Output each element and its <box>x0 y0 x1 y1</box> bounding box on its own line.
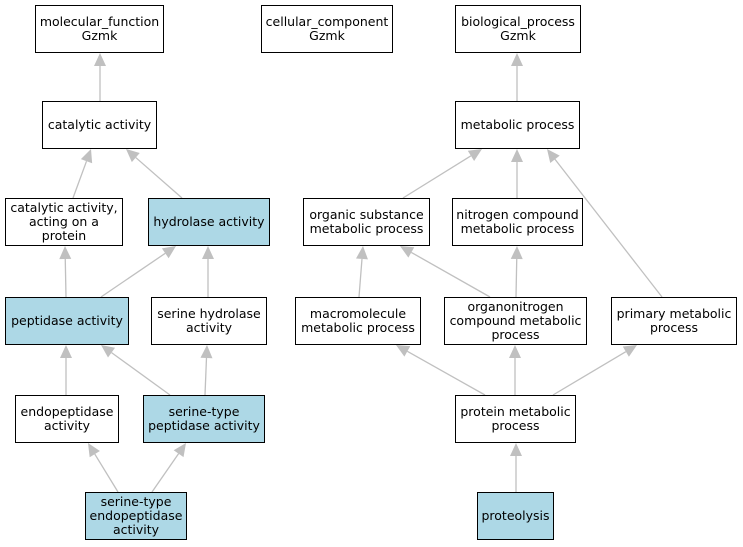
node-cc: cellular_component Gzmk <box>261 5 393 53</box>
edge-orgnit-to-nitro <box>515 258 518 298</box>
node-proteo: proteolysis <box>477 492 554 540</box>
edge-prim-to-met <box>554 158 663 298</box>
edge-catp-to-cat <box>72 160 88 199</box>
node-macro: macromolecule metabolic process <box>295 297 421 345</box>
node-pep: peptidase activity <box>5 297 129 345</box>
arrowhead-endo-to-pep <box>60 345 72 358</box>
arrowhead-nitro-to-met <box>511 149 523 162</box>
node-serendo: serine-type endopeptidase activity <box>85 492 187 540</box>
node-catp: catalytic activity, acting on a protein <box>5 198 123 246</box>
edge-pep-to-catp <box>64 258 67 298</box>
node-nitro: nitrogen compound metabolic process <box>452 198 583 246</box>
arrowhead-orgsub-to-met <box>467 149 482 161</box>
node-serhyd: serine hydrolase activity <box>151 297 267 345</box>
arrowhead-orgnit-to-nitro <box>510 246 523 260</box>
node-mf: molecular_function Gzmk <box>35 5 164 53</box>
arrowhead-serendo-to-endo <box>88 443 100 458</box>
node-protm: protein metabolic process <box>455 395 576 443</box>
arrowhead-hyd-to-cat <box>126 149 140 163</box>
edge-protm-to-macro <box>407 350 486 396</box>
edge-protm-to-prim <box>552 351 627 396</box>
node-bp: biological_process Gzmk <box>455 5 581 53</box>
arrowhead-serhyd-to-hyd <box>202 246 214 259</box>
node-serpep: serine-type peptidase activity <box>143 395 265 443</box>
edge-pep-to-hyd <box>100 252 166 298</box>
arrowhead-met-to-bp <box>511 53 523 66</box>
arrowhead-pep-to-hyd <box>161 246 176 259</box>
arrowhead-protm-to-orgnit <box>509 345 521 358</box>
node-cat: catalytic activity <box>42 101 157 149</box>
edge-serendo-to-serpep <box>151 453 180 493</box>
arrowhead-macro-to-orgsub <box>356 246 368 260</box>
arrowhead-serendo-to-serpep <box>173 443 186 458</box>
arrowhead-orgnit-to-orgsub <box>400 246 415 258</box>
edge-orgnit-to-orgsub <box>410 251 491 298</box>
arrowhead-proteo-to-protm <box>510 443 522 456</box>
edge-macro-to-orgsub <box>358 258 363 298</box>
node-endo: endopeptidase activity <box>15 395 119 443</box>
arrowhead-pep-to-catp <box>59 246 72 260</box>
arrowhead-protm-to-prim <box>622 345 637 357</box>
edge-serpep-to-serhyd <box>204 357 208 396</box>
node-met: metabolic process <box>455 101 580 149</box>
edge-orgsub-to-met <box>402 155 472 199</box>
node-orgnit: organonitrogen compound metabolic proces… <box>444 297 587 345</box>
arrowhead-prim-to-met <box>547 149 560 163</box>
arrowhead-cat-to-mf <box>94 53 106 66</box>
edge-hyd-to-cat <box>135 157 183 199</box>
arrowhead-serpep-to-pep <box>101 345 116 358</box>
arrowhead-serpep-to-serhyd <box>200 345 213 359</box>
node-hyd: hydrolase activity <box>148 198 270 246</box>
node-prim: primary metabolic process <box>611 297 737 345</box>
edge-serpep-to-pep <box>111 352 171 396</box>
node-orgsub: organic substance metabolic process <box>303 198 430 246</box>
arrowhead-protm-to-macro <box>396 345 411 357</box>
edge-serendo-to-endo <box>94 453 119 493</box>
arrowhead-catp-to-cat <box>80 149 93 164</box>
